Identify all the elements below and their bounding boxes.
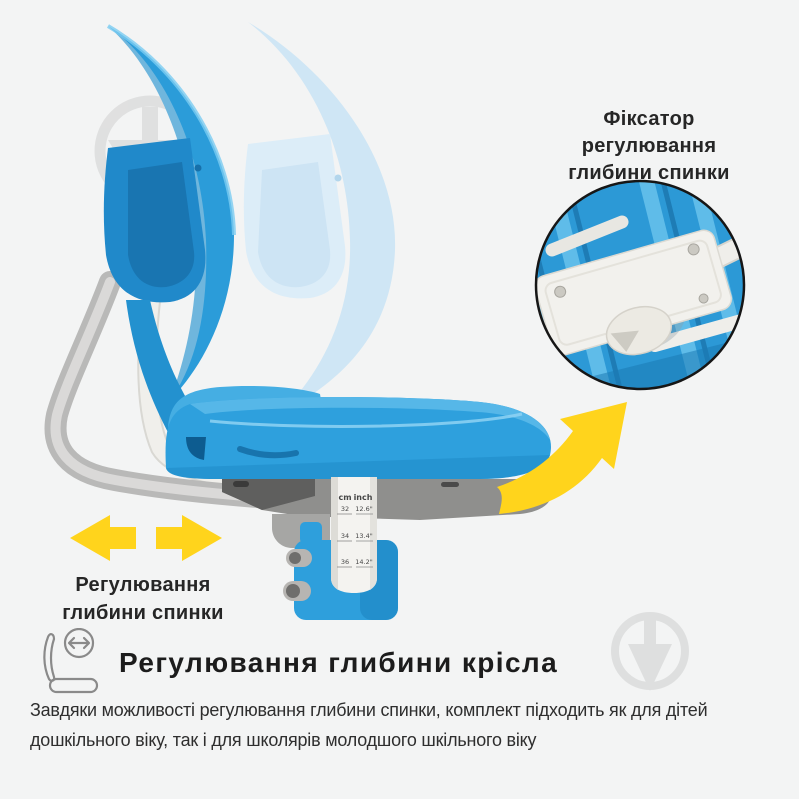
seat-depth-arrow-icon: [43, 628, 99, 694]
section-heading: Регулювання глибини крісла: [33, 628, 558, 698]
section-title: Регулювання глибини крісла: [119, 647, 559, 678]
backrest-ghost: [243, 22, 396, 412]
seat: [165, 385, 551, 479]
watermark-icon: [611, 612, 689, 691]
fixator-label-line: регулювання: [581, 135, 717, 157]
ruler-row-inch: 14.2": [355, 558, 372, 566]
back-depth-label-line: Регулювання: [75, 574, 211, 596]
description-text: Завдяки можливості регулювання глибини с…: [30, 695, 790, 755]
ruler-row-cm: 36: [341, 558, 349, 566]
back-depth-label: Регулювання глибини спинки: [26, 571, 260, 627]
fixator-label: Фіксатор регулювання глибини спинки: [518, 106, 780, 187]
adjust-arrow-left: [70, 515, 136, 561]
description-line: Завдяки можливості регулювання глибини с…: [30, 699, 708, 720]
back-depth-label-line: глибини спинки: [62, 602, 224, 624]
fixator-label-line: глибини спинки: [568, 162, 730, 184]
curved-arrow: [497, 402, 627, 514]
ruler-unit-cm: cm: [338, 493, 351, 502]
description-line: дошкільного віку, так і для школярів мол…: [30, 729, 537, 750]
ruler-unit-inch: inch: [354, 493, 373, 502]
ruler-row-inch: 12.6": [355, 505, 372, 513]
fixator-label-line: Фіксатор: [603, 108, 695, 130]
height-ruler: cm inch 32 12.6" 34 13.4" 36 14.2": [331, 477, 377, 593]
adjust-arrow-right: [156, 515, 222, 561]
ruler-row-cm: 34: [341, 532, 349, 540]
ruler-row-cm: 32: [341, 505, 349, 513]
ruler-row-inch: 13.4": [355, 532, 372, 540]
backrest-solid: [103, 24, 255, 436]
